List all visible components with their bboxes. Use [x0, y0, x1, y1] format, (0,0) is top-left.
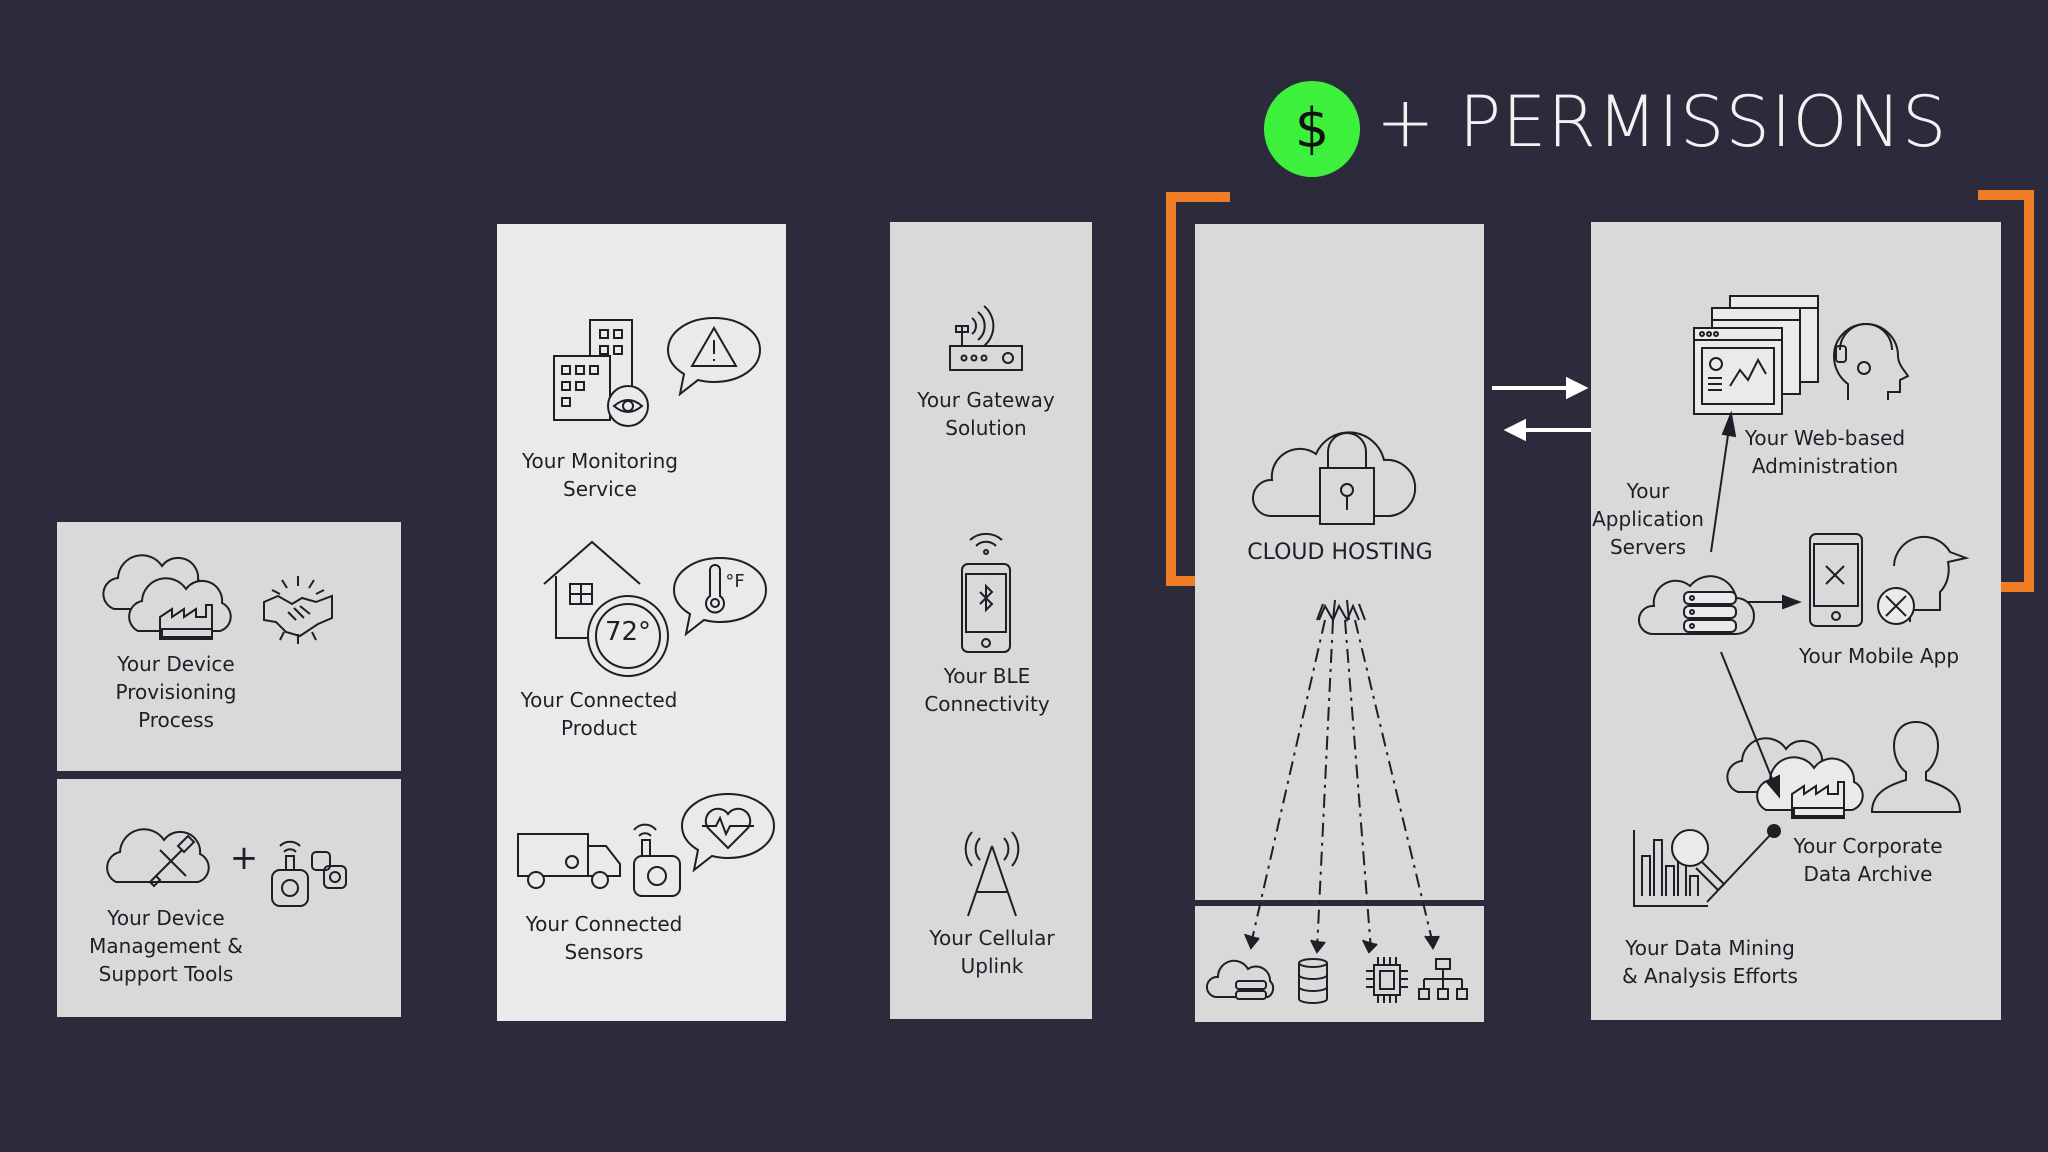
- ble-label: Your BLE Connectivity: [912, 662, 1062, 718]
- dollar-badge: $: [1264, 81, 1360, 177]
- alert-bubble-icon: [664, 312, 764, 402]
- provisioning-label: Your Device Provisioning Process: [90, 650, 262, 734]
- management-label: Your Device Management & Support Tools: [80, 904, 252, 988]
- handshake-icon: [258, 572, 338, 648]
- plus-sign: +: [226, 844, 262, 872]
- cloud-lock-icon: [1240, 400, 1426, 530]
- heart-bubble-icon: [678, 788, 778, 880]
- product-label: Your Connected Product: [512, 686, 686, 742]
- sensors-label: Your Connected Sensors: [516, 910, 692, 966]
- sync-arrows: [1488, 372, 1604, 444]
- gateway-label: Your Gateway Solution: [906, 386, 1066, 442]
- thermostat-value: 72°: [604, 618, 652, 646]
- cloud-hosting-label: CLOUD HOSTING: [1220, 539, 1460, 567]
- cellular-label: Your Cellular Uplink: [912, 924, 1072, 980]
- monitoring-label: Your Monitoring Service: [518, 447, 682, 503]
- enterprise-flow-arrows: [1591, 222, 2001, 1020]
- cloud-tools-icon: [96, 806, 226, 896]
- database-icon: [1296, 957, 1330, 1005]
- distribution-lines: [1195, 580, 1484, 960]
- thermometer-unit: °F: [720, 568, 750, 596]
- cellular-tower-icon: [954, 830, 1030, 918]
- delivery-truck-icon: [514, 828, 626, 890]
- monitoring-building-icon: [548, 316, 654, 428]
- thermometer-bubble-icon: [670, 552, 770, 644]
- cloud-server-icon: [1206, 953, 1276, 1005]
- smart-home-icon: [538, 536, 674, 684]
- network-icon: [1418, 957, 1468, 1003]
- gateway-router-icon: [944, 304, 1030, 376]
- permissions-title: + PERMISSIONS: [1376, 82, 1947, 162]
- processor-chip-icon: [1364, 955, 1410, 1005]
- ble-phone-icon: [954, 522, 1018, 658]
- cloud-factory-icon: [92, 543, 232, 643]
- sensor-devices-icon: [266, 826, 348, 912]
